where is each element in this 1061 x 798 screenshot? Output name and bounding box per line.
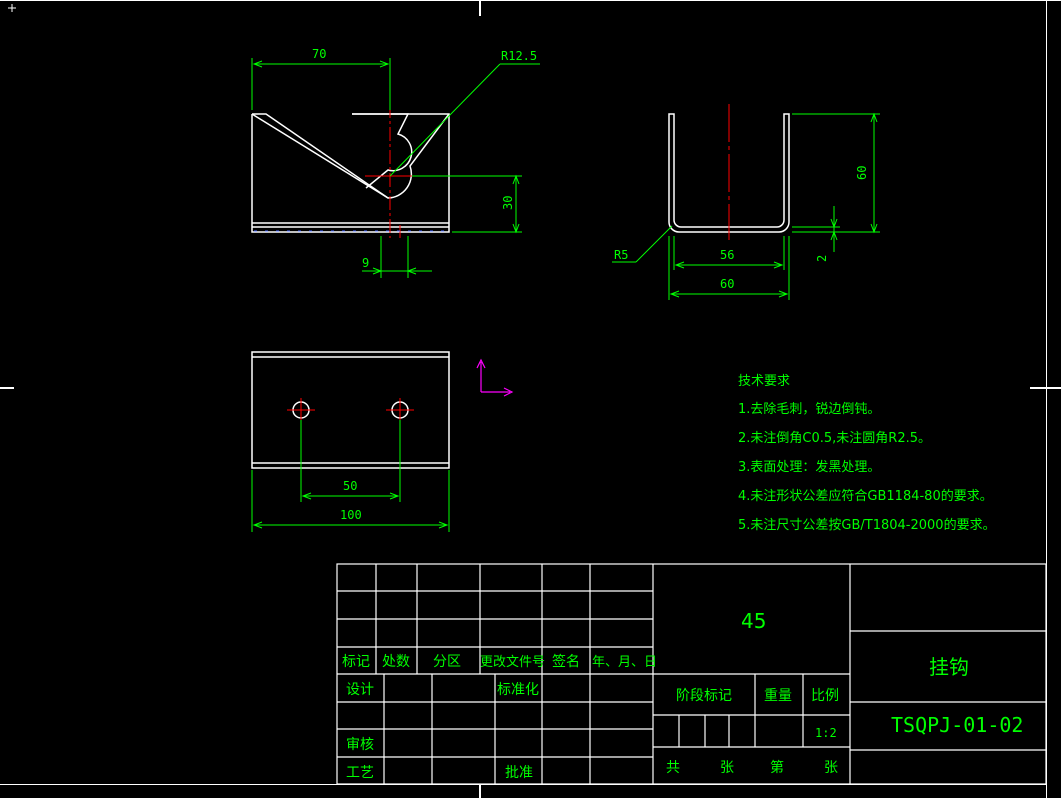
rev-header-count: 处数 xyxy=(382,654,410,670)
front-view-outline xyxy=(251,113,450,233)
top-dim-length: 100 xyxy=(340,508,362,522)
label-design: 设计 xyxy=(346,682,374,698)
side-dim-radius: R5 xyxy=(614,248,628,262)
label-standardize: 标准化 xyxy=(497,682,539,698)
front-dim-slot: 9 xyxy=(362,256,369,270)
side-dim-height: 60 xyxy=(855,166,869,180)
part-name: 挂钩 xyxy=(929,655,969,679)
side-view: 60 56 60 R5 2 xyxy=(612,104,880,300)
label-total: 共 xyxy=(666,760,680,776)
label-sheet-unit-1: 张 xyxy=(720,760,734,776)
top-view: 50 100 xyxy=(251,351,450,532)
rev-header-date: 年、月、日 xyxy=(592,655,657,670)
label-sheet-unit-2: 张 xyxy=(824,760,838,776)
front-dim-radius: R12.5 xyxy=(501,49,537,63)
title-block-grid xyxy=(336,563,1047,785)
note-item-4: 4.未注形状公差应符合GB1184-80的要求。 xyxy=(738,488,993,504)
front-dim-height: 30 xyxy=(501,196,515,210)
label-approve: 批准 xyxy=(505,765,533,781)
rev-header-signature: 签名 xyxy=(552,653,580,670)
note-item-5: 5.未注尺寸公差按GB/T1804-2000的要求。 xyxy=(738,517,996,533)
title-block: 标记 处数 分区 更改文件号 签名 年、月、日 设计 标准化 审核 工艺 批准 … xyxy=(336,563,1047,785)
note-item-2: 2.未注倒角C0.5,未注圆角R2.5。 xyxy=(738,431,931,446)
rev-header-zone: 分区 xyxy=(433,654,461,670)
label-weight: 重量 xyxy=(764,688,792,704)
front-view: 70 R12.5 30 9 xyxy=(251,47,540,278)
side-view-outline xyxy=(668,113,790,233)
side-dim-thickness: 2 xyxy=(815,255,829,262)
rev-header-docno: 更改文件号 xyxy=(480,655,545,670)
technical-notes: 技术要求 1.去除毛刺，锐边倒钝。 2.未注倒角C0.5,未注圆角R2.5。 3… xyxy=(738,374,996,533)
label-stage-mark: 阶段标记 xyxy=(676,688,732,704)
side-dim-outer: 60 xyxy=(720,277,734,291)
front-view-dimensions xyxy=(251,58,540,278)
top-dim-holes: 50 xyxy=(343,479,357,493)
label-check: 审核 xyxy=(346,737,374,753)
top-view-outline xyxy=(251,351,450,469)
label-sheet-no: 第 xyxy=(770,759,784,776)
side-dim-inner: 56 xyxy=(720,248,734,262)
note-item-1: 1.去除毛刺，锐边倒钝。 xyxy=(738,402,880,417)
label-process: 工艺 xyxy=(346,765,374,781)
side-view-dimensions xyxy=(612,112,880,300)
note-item-3: 3.表面处理：发黑处理。 xyxy=(738,459,880,475)
front-dim-width: 70 xyxy=(312,47,326,61)
notes-title: 技术要求 xyxy=(738,374,790,389)
scale-value: 1:2 xyxy=(815,726,837,740)
label-scale: 比例 xyxy=(811,688,839,704)
ucs-icon xyxy=(476,358,514,397)
top-view-centerlines xyxy=(287,398,414,422)
rev-header-mark: 标记 xyxy=(342,654,370,670)
top-view-dimensions xyxy=(251,420,450,532)
drawing-number: TSQPJ-01-02 xyxy=(891,713,1023,737)
material: 45 xyxy=(741,609,766,633)
